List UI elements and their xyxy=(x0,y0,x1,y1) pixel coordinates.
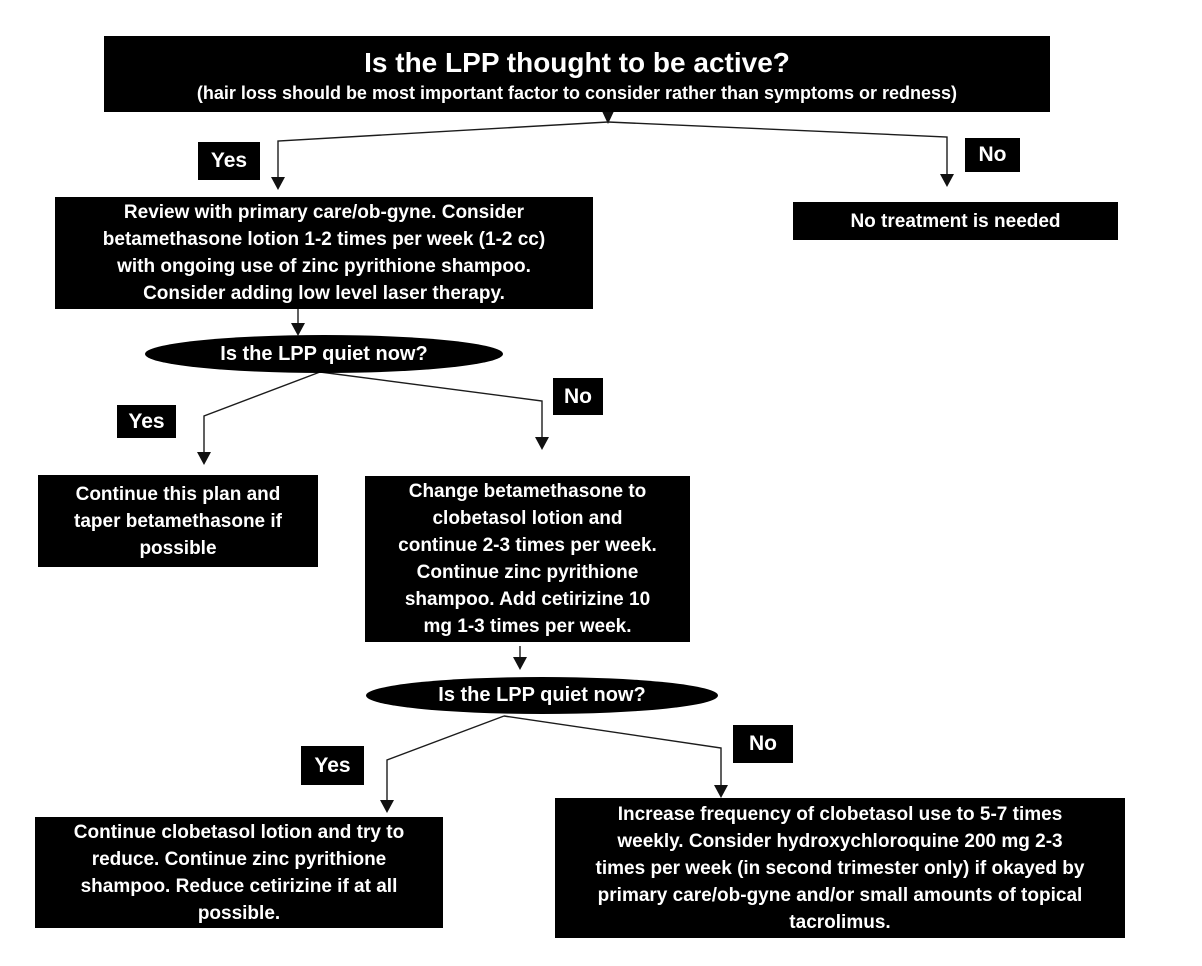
connector-quiet2-no xyxy=(503,715,722,787)
arrowhead-quiet2-yes xyxy=(380,800,394,813)
root-question-node: Is the LPP thought to be active? (hair l… xyxy=(104,36,1050,112)
no-treatment-node: No treatment is needed xyxy=(793,202,1118,240)
connector-quiet1-no xyxy=(319,371,543,439)
arrowhead-quiet1-yes xyxy=(197,452,211,465)
intensify-plan-node: Increase frequency of clobetasol use to … xyxy=(555,798,1125,938)
arrowhead-quiet2-no xyxy=(714,785,728,798)
connector-root-no xyxy=(607,121,948,176)
root-question-subtitle: (hair loss should be most important fact… xyxy=(196,83,958,103)
taper-plan-node: Continue this plan and taper betamethaso… xyxy=(38,475,318,567)
branch-label-quiet2-no: No xyxy=(733,725,793,763)
quiet-check-1-node: Is the LPP quiet now? xyxy=(145,335,503,373)
reduce-plan-node: Continue clobetasol lotion and try to re… xyxy=(35,817,443,928)
arrowhead-root xyxy=(601,109,615,124)
branch-label-quiet1-no: No xyxy=(553,378,603,415)
active-plan-node: Review with primary care/ob-gyne. Consid… xyxy=(55,197,593,309)
branch-label-root-yes: Yes xyxy=(198,142,260,180)
connector-quiet1-yes xyxy=(203,371,321,454)
arrowhead-quiet1-no xyxy=(535,437,549,450)
branch-label-root-no: No xyxy=(965,138,1020,172)
root-question-title: Is the LPP thought to be active? xyxy=(364,47,790,78)
branch-label-quiet2-yes: Yes xyxy=(301,746,364,785)
escalate-plan-node: Change betamethasone to clobetasol lotio… xyxy=(365,476,690,642)
quiet-check-2-node: Is the LPP quiet now? xyxy=(366,677,718,714)
arrowhead-plan-quiet2 xyxy=(513,657,527,670)
connector-root-yes xyxy=(277,121,609,179)
connector-quiet2-yes xyxy=(386,715,505,802)
arrowhead-plan-quiet1 xyxy=(291,323,305,336)
branch-label-quiet1-yes: Yes xyxy=(117,405,176,438)
arrowhead-root-yes xyxy=(271,177,285,190)
arrowhead-root-no xyxy=(940,174,954,187)
